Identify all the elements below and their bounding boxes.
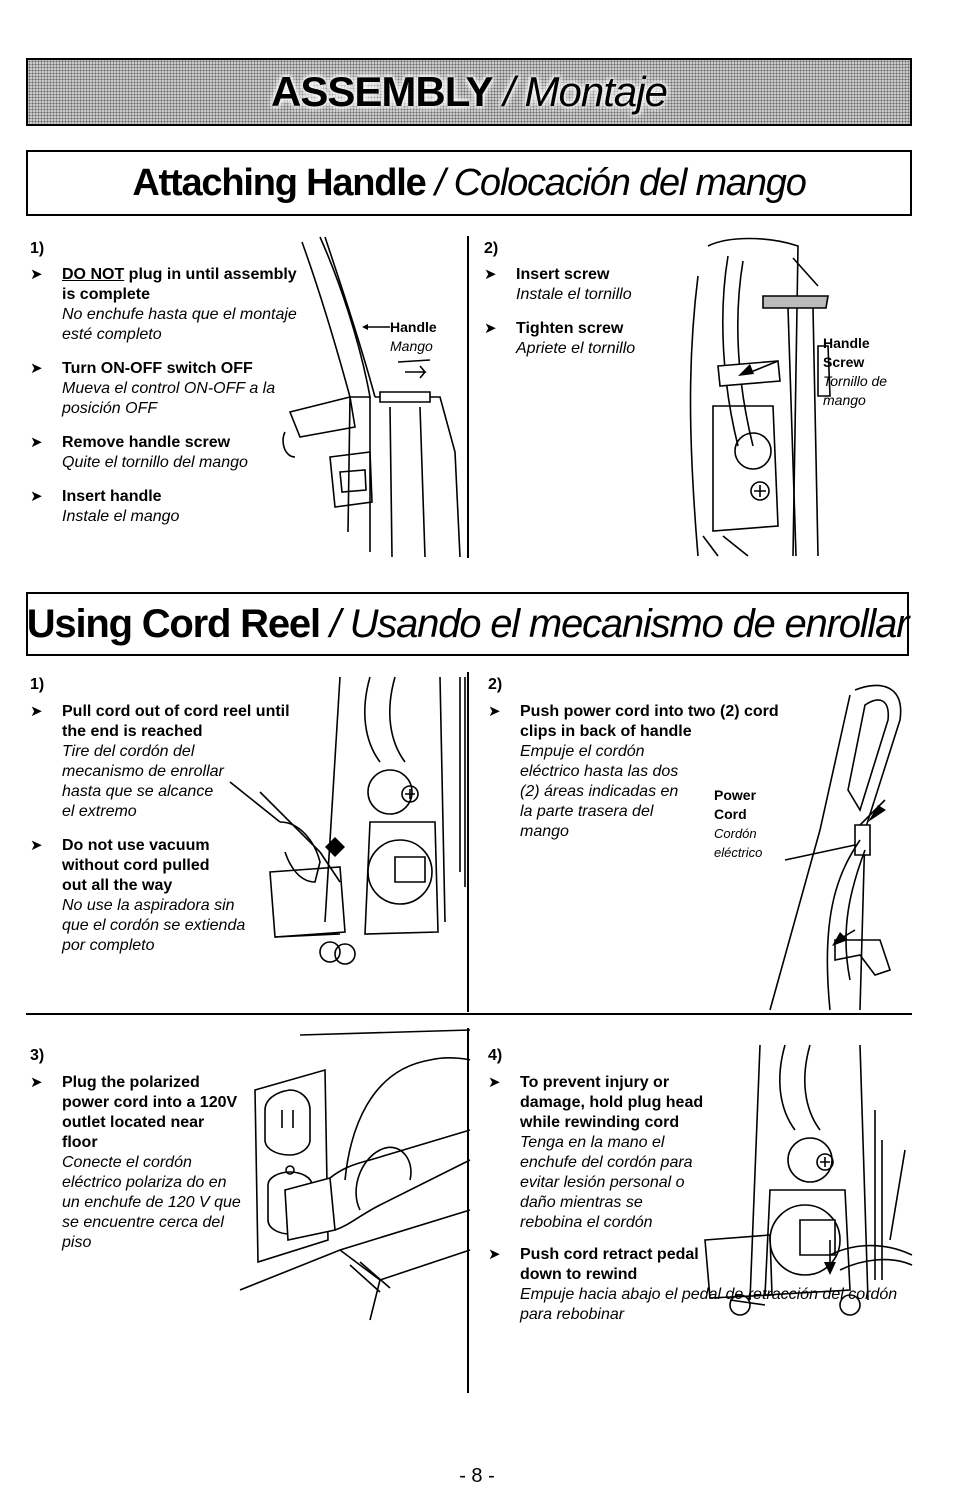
power-cord-label: Power Cord Cordón eléctrico	[714, 787, 763, 860]
cord-step4-number: 4)	[488, 1047, 503, 1064]
pull-cord-illustration	[229, 676, 466, 965]
rewind-cord-illustration	[704, 1044, 913, 1316]
cord-clips-illustration	[769, 684, 902, 1011]
cord-step3-number: 3)	[30, 1047, 45, 1064]
cord-step1-text: ➤ Pull cord out of cord reel until the e…	[30, 703, 290, 954]
cord-row-divider	[26, 1013, 912, 1015]
attaching-handle-header: Attaching Handle / Colocación del mango	[26, 150, 912, 216]
attach-step2-text: ➤ Insert screw Instale el tornillo ➤ Tig…	[484, 266, 636, 357]
cord-step1-number: 1)	[30, 676, 45, 693]
cord-step2-number: 2)	[488, 676, 503, 693]
cord-bottom-column-divider	[467, 1028, 469, 1393]
assembly-banner: ASSEMBLY / Montaje	[26, 58, 912, 126]
attach-step1-text: ➤ DO NOT plug in until assembly is compl…	[30, 266, 297, 525]
handle-screw-label: Handle Screw Tornillo de mango	[823, 335, 888, 408]
cord-step4-text: ➤ To prevent injury or damage, hold plug…	[488, 1074, 898, 1323]
cord-step2-text: ➤ Push power cord into two (2) cord clip…	[488, 703, 779, 840]
attach-column-divider	[467, 236, 469, 558]
cord-step3-text: ➤ Plug the polarized power cord into a 1…	[30, 1074, 241, 1251]
attaching-handle-title: Attaching Handle / Colocación del mango	[132, 161, 807, 204]
cord-reel-title: Using Cord Reel / Usando el mecanismo de…	[26, 601, 910, 646]
page-number: - 8 -	[459, 1465, 495, 1487]
handle-label: Handle Mango	[390, 319, 437, 354]
handle-insert-illustration	[282, 236, 461, 558]
attach-step1-number: 1)	[30, 240, 45, 257]
banner-title: ASSEMBLY / Montaje	[271, 68, 668, 115]
wall-outlet-illustration	[239, 1029, 471, 1321]
attach-step2-number: 2)	[484, 240, 499, 257]
cord-top-column-divider	[467, 672, 469, 1012]
handle-screw-illustration	[689, 237, 831, 557]
cord-reel-header: Using Cord Reel / Usando el mecanismo de…	[26, 592, 909, 656]
